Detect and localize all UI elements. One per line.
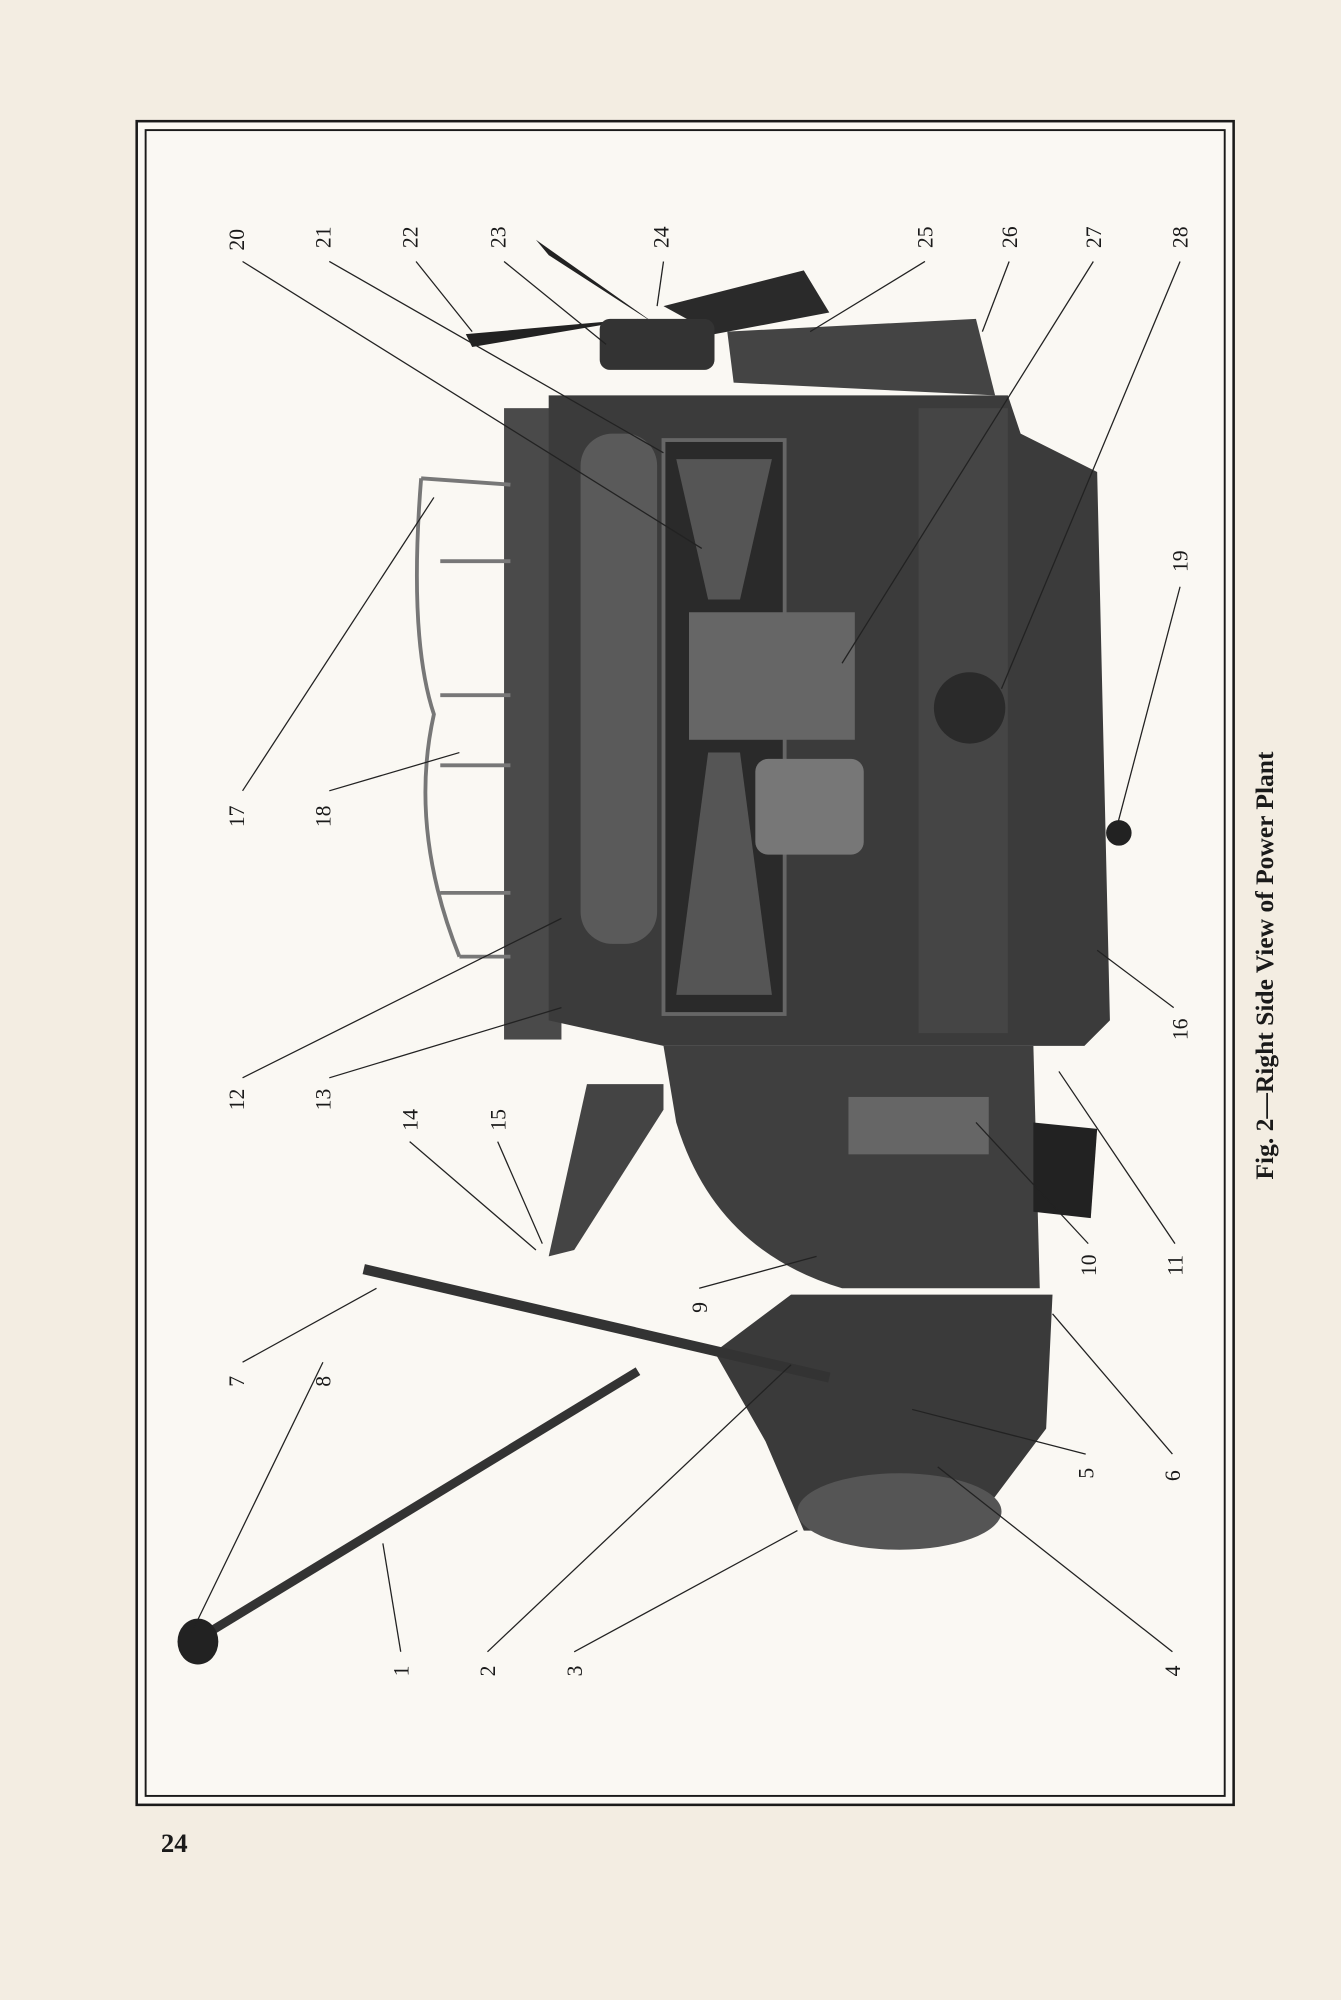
- label-23: 23: [486, 226, 510, 248]
- inner-frame: [144, 129, 1226, 1797]
- label-24: 24: [650, 226, 674, 248]
- figure-labels: 1 2 3 4 5 6 7 8 9 10 11 12 13 14 15 16 1…: [225, 226, 1193, 1676]
- brake-drum: [797, 1473, 1002, 1550]
- label-8: 8: [312, 1376, 336, 1387]
- spark-plug-wires: [414, 476, 511, 959]
- label-11: 11: [1164, 1255, 1188, 1276]
- label-12: 12: [225, 1089, 249, 1111]
- label-19: 19: [1169, 550, 1193, 572]
- label-7: 7: [225, 1376, 249, 1387]
- fan: [465, 239, 830, 370]
- label-15: 15: [486, 1109, 510, 1131]
- label-28: 28: [1169, 226, 1193, 248]
- label-25: 25: [914, 226, 938, 248]
- fan-shroud: [727, 318, 996, 396]
- carburetor: [688, 612, 855, 740]
- label-2: 2: [476, 1665, 500, 1676]
- housing-plate: [848, 1096, 989, 1155]
- transmission: [714, 1294, 1053, 1531]
- page-number: 24: [161, 1828, 188, 1858]
- label-9: 9: [688, 1302, 712, 1313]
- label-27: 27: [1082, 226, 1106, 248]
- label-18: 18: [312, 805, 336, 827]
- distributor: [933, 672, 1006, 744]
- oil-pipe: [548, 1084, 664, 1257]
- label-10: 10: [1077, 1254, 1101, 1276]
- label-4: 4: [1161, 1665, 1185, 1676]
- intake-manifold: [580, 433, 658, 944]
- label-22: 22: [398, 226, 422, 248]
- leader-lines: [190, 260, 1181, 1653]
- gear-shift-lever: [362, 1264, 831, 1383]
- label-14: 14: [398, 1109, 422, 1131]
- label-3: 3: [563, 1665, 587, 1676]
- label-20: 20: [225, 229, 249, 251]
- label-26: 26: [998, 226, 1022, 248]
- label-21: 21: [312, 226, 336, 248]
- label-6: 6: [1161, 1470, 1185, 1481]
- engine-illustration: [177, 239, 1132, 1665]
- lever-knob: [177, 1618, 219, 1665]
- drain-plug: [1106, 820, 1132, 846]
- oil-filter: [755, 758, 864, 855]
- hand-brake-rod: [195, 1367, 641, 1643]
- label-17: 17: [225, 805, 249, 827]
- label-1: 1: [389, 1665, 413, 1676]
- label-5: 5: [1074, 1468, 1098, 1479]
- label-16: 16: [1169, 1018, 1193, 1040]
- figure-caption: Fig. 2—Right Side View of Power Plant: [1250, 751, 1279, 1180]
- label-13: 13: [312, 1089, 336, 1111]
